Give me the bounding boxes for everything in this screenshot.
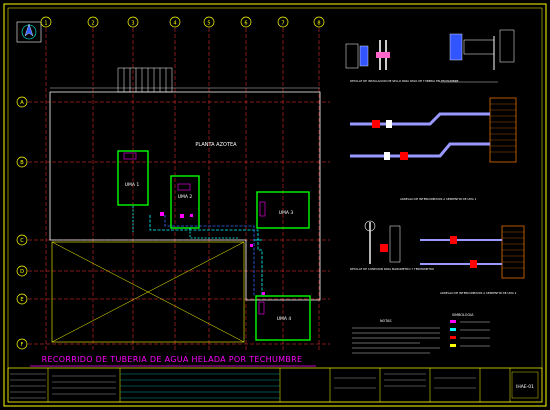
legend-title: SIMBOLOGIA: [452, 313, 474, 317]
row-label: E: [20, 297, 23, 303]
valve-markers: [160, 212, 265, 295]
grid-rows-left: A B C D E F: [16, 96, 28, 350]
detail-caption: DETALLE DE CONEXION PARA MANOMETRO Y TER…: [350, 267, 435, 271]
detail-pipe-connection: [440, 29, 515, 83]
building-outline: [49, 87, 321, 343]
row-label: D: [20, 269, 24, 275]
column-label: 4: [173, 21, 176, 27]
column-label: 3: [131, 21, 134, 27]
grid-columns-top: 1 2 3 4 5 6 7 8: [40, 16, 325, 28]
uma-unit-1[interactable]: UMA 1: [117, 150, 149, 206]
detail-uma2-interconnection: ARREGLO DE INTERCONEXION A SERPENTIN DE …: [420, 225, 525, 295]
drawing-title: RECORRIDO DE TUBERIA DE AGUA HELADA POR …: [42, 355, 303, 364]
stair: [117, 67, 173, 93]
row-label: F: [21, 342, 24, 348]
notes-block: NOTAS: [352, 319, 440, 354]
row-label: B: [20, 160, 24, 166]
uma-unit-3[interactable]: UMA 3: [256, 191, 310, 229]
detail-caption: ARREGLO DE INTERCONEXION A SERPENTIN DE …: [440, 291, 517, 295]
row-label: C: [20, 238, 24, 244]
chilled-water-pipe: [132, 206, 263, 296]
detail-caption: ARREGLO DE INTERCONEXION A SERPENTIN DE …: [400, 197, 477, 201]
title-block: IHAE-01: [7, 367, 543, 403]
detail-caption: DETALLE DE INSTALACION DE SELLO PARA PAS…: [350, 79, 459, 83]
uma-label: UMA 3: [279, 210, 294, 216]
sheet-code: IHAE-01: [516, 384, 534, 390]
uma-label: UMA 2: [178, 194, 193, 200]
legend-block: SIMBOLOGIA: [450, 313, 490, 347]
detail-uma1-interconnection: ARREGLO DE INTERCONEXION A SERPENTIN DE …: [350, 97, 517, 201]
uma-label: UMA 4: [277, 316, 292, 322]
north-arrow-icon: [16, 21, 42, 43]
structural-grid: [28, 28, 330, 350]
uma-unit-4[interactable]: UMA 4: [255, 295, 311, 341]
notes-title: NOTAS: [380, 319, 391, 323]
uma-unit-2[interactable]: UMA 2: [170, 175, 200, 229]
column-label: 5: [207, 21, 210, 27]
zone-label: PLANTA AZOTEA: [195, 142, 237, 148]
column-label: 6: [244, 21, 247, 27]
row-label: A: [20, 100, 24, 106]
column-label: 2: [91, 21, 94, 27]
column-label: 8: [317, 21, 320, 27]
uma-label: UMA 1: [125, 182, 140, 188]
detail-thermometer: DETALLE DE CONEXION PARA MANOMETRO Y TER…: [350, 220, 435, 271]
detail-roof-seal: DETALLE DE INSTALACION DE SELLO PARA PAS…: [345, 40, 459, 83]
column-label: 1: [44, 21, 47, 27]
inner-border: [7, 7, 543, 403]
sheet-border: [3, 3, 547, 407]
column-label: 7: [281, 21, 284, 27]
